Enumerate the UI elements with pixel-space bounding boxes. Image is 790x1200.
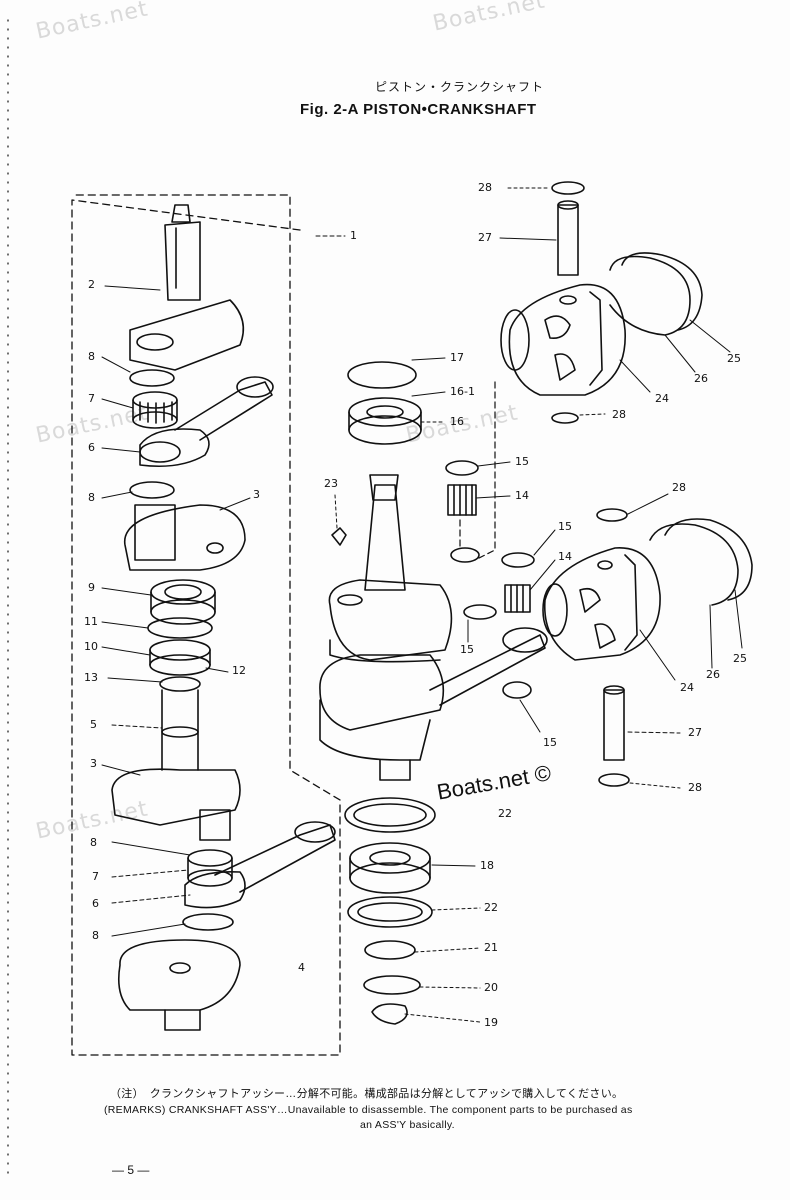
- upper-middle-web: [123, 504, 246, 571]
- callout-28: 28: [688, 781, 702, 794]
- callout-22: 22: [498, 807, 512, 820]
- callout-14: 14: [515, 489, 529, 502]
- callout-8: 8: [88, 491, 95, 504]
- remarks-japanese: （注） クランクシャフトアッシー…分解不可能。構成部品は分解としてアッシで購入し…: [110, 1088, 624, 1100]
- callout-26: 26: [694, 372, 708, 385]
- callout-6: 6: [92, 897, 99, 910]
- pin-23: [331, 527, 347, 546]
- needle-bearing-14-upper: [447, 484, 477, 516]
- upper-needle-bearing: [132, 391, 178, 429]
- snap-ring-17: [347, 361, 417, 389]
- callout-24: 24: [680, 681, 694, 694]
- lower-piston: [542, 508, 661, 787]
- callout-15: 15: [543, 736, 557, 749]
- washer-20: [363, 975, 421, 995]
- callout-25: 25: [727, 352, 741, 365]
- lower-con-rod: [184, 821, 336, 909]
- ball-bearing-16: [348, 397, 422, 445]
- callout-2: 2: [88, 278, 95, 291]
- lower-piston-rings: [649, 518, 753, 606]
- callout-8: 8: [92, 929, 99, 942]
- callout-24: 24: [655, 392, 669, 405]
- snap-ring: [147, 617, 213, 639]
- washer-15-right: [501, 552, 535, 568]
- lower-washer: [182, 913, 234, 931]
- callout-3: 3: [253, 488, 260, 501]
- callout-15: 15: [515, 455, 529, 468]
- callout-14: 14: [558, 550, 572, 563]
- remarks-english-line1: (REMARKS) CRANKSHAFT ASS'Y…Unavailable t…: [104, 1104, 633, 1116]
- needle-bearing-14-lower: [504, 584, 531, 613]
- callout-27: 27: [688, 726, 702, 739]
- callout-6: 6: [88, 441, 95, 454]
- figure-title-japanese: ピストン・クランクシャフト: [375, 80, 545, 94]
- crankshaft-assy-bracket: [71, 194, 341, 1056]
- callout-4: 4: [298, 961, 305, 974]
- callout-9: 9: [88, 581, 95, 594]
- spacer-22-upper: [344, 797, 436, 833]
- callout-7: 7: [92, 870, 99, 883]
- callout-22: 22: [484, 901, 498, 914]
- callout-28: 28: [672, 481, 686, 494]
- callout-8: 8: [88, 350, 95, 363]
- callout-11: 11: [84, 615, 98, 628]
- upper-thrust-washer-lower: [129, 481, 175, 499]
- assembled-crankshaft: [319, 474, 548, 781]
- upper-crank-web: [129, 204, 245, 371]
- callout-19: 19: [484, 1016, 498, 1029]
- callout-28: 28: [478, 181, 492, 194]
- callout-20: 20: [484, 981, 498, 994]
- callout-16-1: 16-1: [450, 385, 475, 398]
- callout-5: 5: [90, 718, 97, 731]
- upper-con-rod: [139, 376, 274, 468]
- callout-26: 26: [706, 668, 720, 681]
- lower-crank-web: [117, 939, 241, 1031]
- callout-28: 28: [612, 408, 626, 421]
- labyrinth-seal: [149, 639, 211, 676]
- washer-15-lower: [502, 681, 532, 699]
- callout-8: 8: [90, 836, 97, 849]
- ball-bearing-18: [349, 842, 431, 894]
- callout-27: 27: [478, 231, 492, 244]
- leader-lines: [101, 187, 743, 1023]
- callout-23: 23: [324, 477, 338, 490]
- washer-21: [364, 940, 416, 960]
- lower-middle-web: [111, 768, 241, 841]
- callout-10: 10: [84, 640, 98, 653]
- washer-15-upper: [445, 460, 479, 476]
- callout-1: 1: [350, 229, 357, 242]
- oil-seal: [159, 676, 201, 692]
- upper-piston: [500, 181, 626, 424]
- callout-13: 13: [84, 671, 98, 684]
- shim-22: [347, 896, 433, 928]
- callout-17: 17: [450, 351, 464, 364]
- callout-15: 15: [558, 520, 572, 533]
- callout-15: 15: [460, 643, 474, 656]
- callout-3: 3: [90, 757, 97, 770]
- callout-18: 18: [480, 859, 494, 872]
- upper-thrust-washer: [129, 369, 175, 387]
- page-number: — 5 —: [112, 1163, 150, 1177]
- callout-25: 25: [733, 652, 747, 665]
- circlip-19: [371, 1003, 408, 1025]
- figure-title: Fig. 2-A PISTON•CRANKSHAFT: [300, 101, 537, 118]
- callout-21: 21: [484, 941, 498, 954]
- center-shaft: [161, 689, 199, 771]
- washer-15-mid: [450, 547, 480, 563]
- callout-7: 7: [88, 392, 95, 405]
- remarks-english-line2: an ASS'Y basically.: [360, 1119, 455, 1131]
- callout-16: 16: [450, 415, 464, 428]
- assembly-lines: [459, 381, 496, 561]
- lower-needle-bearing: [187, 849, 233, 887]
- callout-12: 12: [232, 664, 246, 677]
- washer-15-left: [463, 604, 497, 620]
- upper-piston-rings: [609, 252, 703, 336]
